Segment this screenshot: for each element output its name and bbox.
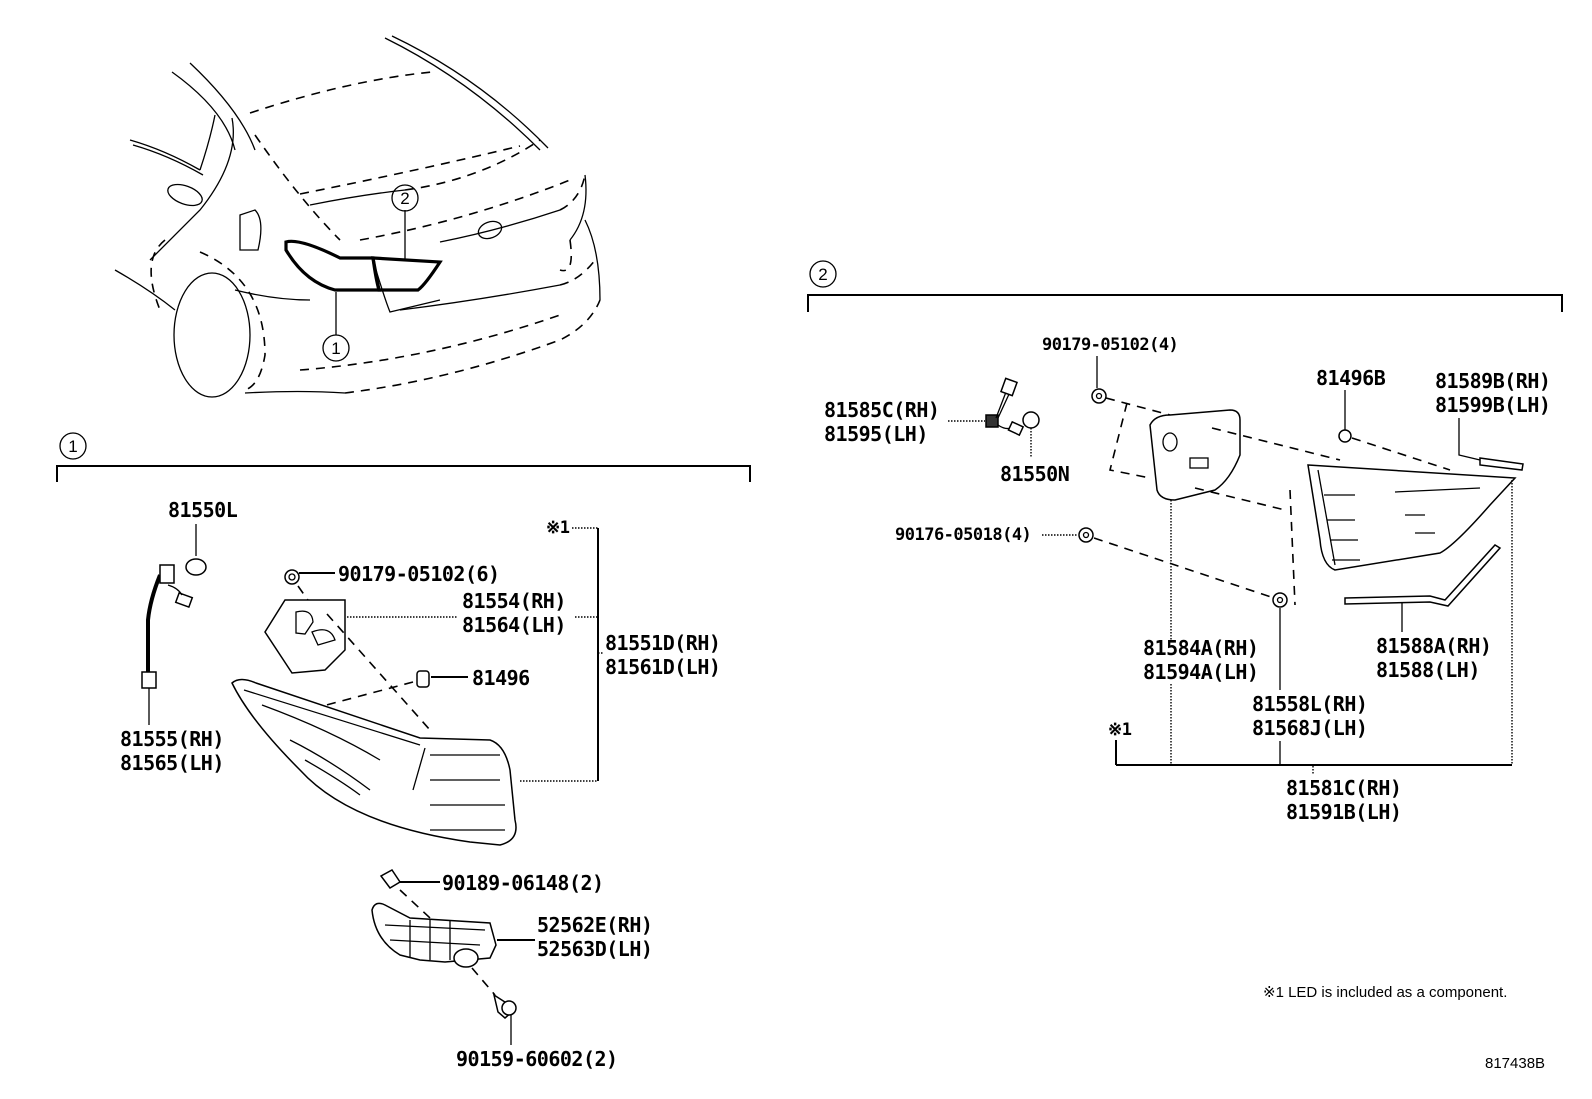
lamp-assy-bracket-1: ※1 81551D(RH) 81561D(LH) [546,518,721,781]
lamp-cover-81584A: 81584A(RH) 81594A(LH) [1143,409,1341,764]
nut-81558L: 81558L(RH) 81568J(LH) [1252,592,1368,764]
bolt-90159-60602: 90159-60602(2) [456,993,618,1071]
svg-text:52562E(RH): 52562E(RH) [537,913,652,937]
callout-1: 1 [322,334,350,362]
svg-text:※1: ※1 [546,518,570,538]
svg-text:90179-05102(6): 90179-05102(6) [338,562,500,586]
svg-text:2: 2 [400,189,409,208]
svg-text:81588A(RH): 81588A(RH) [1376,634,1491,658]
screw-90179-05102-6: 90179-05102(6) [284,562,500,604]
lamp-assy-bracket-2: ※1 81581C(RH) 81591B(LH) [1108,720,1512,824]
section-1-header: 1 [56,432,751,482]
screw-90176-05018-4: 90176-05018(4) [895,525,1281,601]
svg-text:81595(LH): 81595(LH) [824,422,928,446]
socket-seal-81550L: 81550L [168,498,238,576]
svg-text:81581C(RH): 81581C(RH) [1286,776,1401,800]
svg-text:81565(LH): 81565(LH) [120,751,224,775]
svg-text:81599B(LH): 81599B(LH) [1435,393,1550,417]
svg-text:81564(LH): 81564(LH) [462,613,566,637]
svg-text:52563D(LH): 52563D(LH) [537,937,652,961]
svg-text:81555(RH): 81555(RH) [120,727,224,751]
svg-text:90176-05018(4): 90176-05018(4) [895,525,1031,545]
outer-tail-lamp-81551D [231,678,598,846]
lamp-wire-81555: 81555(RH) 81565(LH) [120,564,224,775]
svg-text:81568J(LH): 81568J(LH) [1252,716,1367,740]
svg-text:1: 1 [68,437,77,456]
svg-text:81584A(RH): 81584A(RH) [1143,636,1258,660]
screw-90179-05102-4: 90179-05102(4) [1042,335,1179,479]
svg-text:81594A(LH): 81594A(LH) [1143,660,1258,684]
svg-text:81558L(RH): 81558L(RH) [1252,692,1367,716]
screw-90189-06148: 90189-06148(2) [379,869,604,919]
callout-2: 2 [391,184,419,212]
garnish-81589B: 81589B(RH) 81599B(LH) [1435,369,1551,471]
svg-text:81496: 81496 [472,666,530,690]
svg-text:81589B(RH): 81589B(RH) [1435,369,1550,393]
svg-text:81550N: 81550N [1000,462,1069,486]
svg-text:81550L: 81550L [168,498,238,522]
svg-text:90189-06148(2): 90189-06148(2) [442,871,604,895]
lamp-cover-81554: 81554(RH) 81564(LH) [264,589,598,731]
svg-text:81496B: 81496B [1316,366,1386,390]
svg-text:※1: ※1 [1108,720,1132,740]
svg-text:81554(RH): 81554(RH) [462,589,566,613]
svg-text:90159-60602(2): 90159-60602(2) [456,1047,618,1071]
lamp-wire-81585C: 81585C(RH) 81595(LH) [824,377,1025,446]
svg-text:81551D(RH): 81551D(RH) [605,631,720,655]
svg-text:81588(LH): 81588(LH) [1376,658,1480,682]
svg-text:81585C(RH): 81585C(RH) [824,398,939,422]
inner-tail-lamp-81581C [1289,464,1517,764]
svg-text:2: 2 [818,265,827,284]
diagram-id: 817438B [1485,1055,1545,1072]
svg-text:90179-05102(4): 90179-05102(4) [1042,335,1178,355]
vehicle-rear-view [114,35,601,398]
clip-81496B: 81496B [1316,366,1451,471]
clip-81496: 81496 [299,666,530,713]
inner-lamp-outline [371,256,443,292]
outer-lamp-outline [284,239,382,292]
svg-text:1: 1 [331,339,340,358]
bumper-bracket-52562E: 52562E(RH) 52563D(LH) [371,902,653,996]
svg-text:81591B(LH): 81591B(LH) [1286,800,1401,824]
section-2-header: 2 [807,260,1563,312]
footnote: ※1 LED is included as a component. [1263,984,1507,1001]
svg-text:81561D(LH): 81561D(LH) [605,655,720,679]
gasket-81588A: 81588A(RH) 81588(LH) [1344,544,1502,682]
socket-seal-81550N: 81550N [1000,411,1070,486]
